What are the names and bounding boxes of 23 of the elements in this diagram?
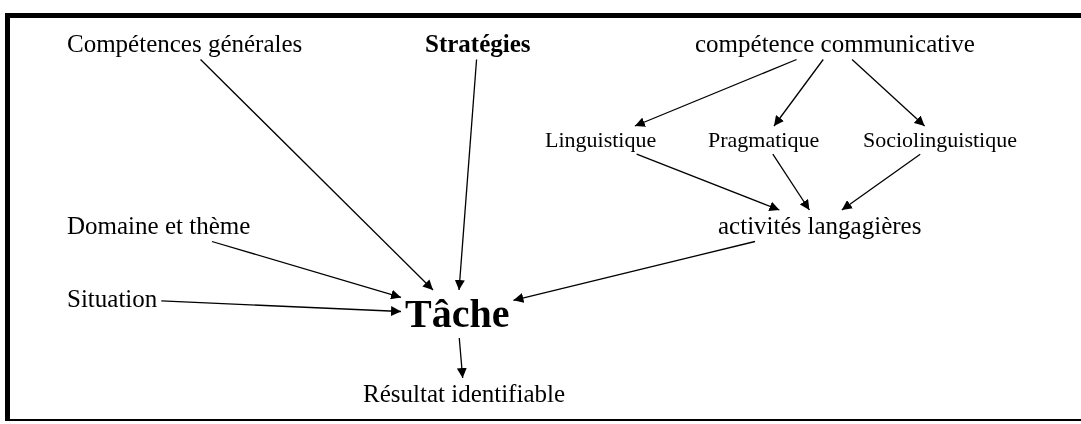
arrow [211, 240, 402, 300]
arrow [636, 153, 781, 211]
concept-label: Linguistique [545, 128, 657, 153]
concept-label: Situation [67, 285, 158, 313]
arrow [160, 300, 402, 317]
arrow [456, 337, 467, 379]
arrow [851, 58, 926, 127]
arrow [454, 58, 478, 291]
concept-label: Stratégies [425, 30, 531, 58]
concept-label: Sociolinguistique [863, 128, 1017, 153]
arrow [634, 58, 798, 127]
concept-label: Pragmatique [708, 128, 820, 153]
concept-label: Compétences générales [67, 30, 303, 58]
concept-label: compétence communicative [695, 30, 975, 58]
central-concept-label: Tâche [405, 292, 510, 336]
arrow [199, 58, 434, 291]
arrow [512, 240, 756, 303]
arrow [773, 58, 824, 127]
arrow [772, 153, 811, 211]
concept-label: Résultat identifiable [363, 380, 566, 408]
concept-label: Domaine et thème [67, 212, 251, 240]
arrow [841, 153, 921, 211]
concept-label: activités langagières [718, 212, 922, 240]
